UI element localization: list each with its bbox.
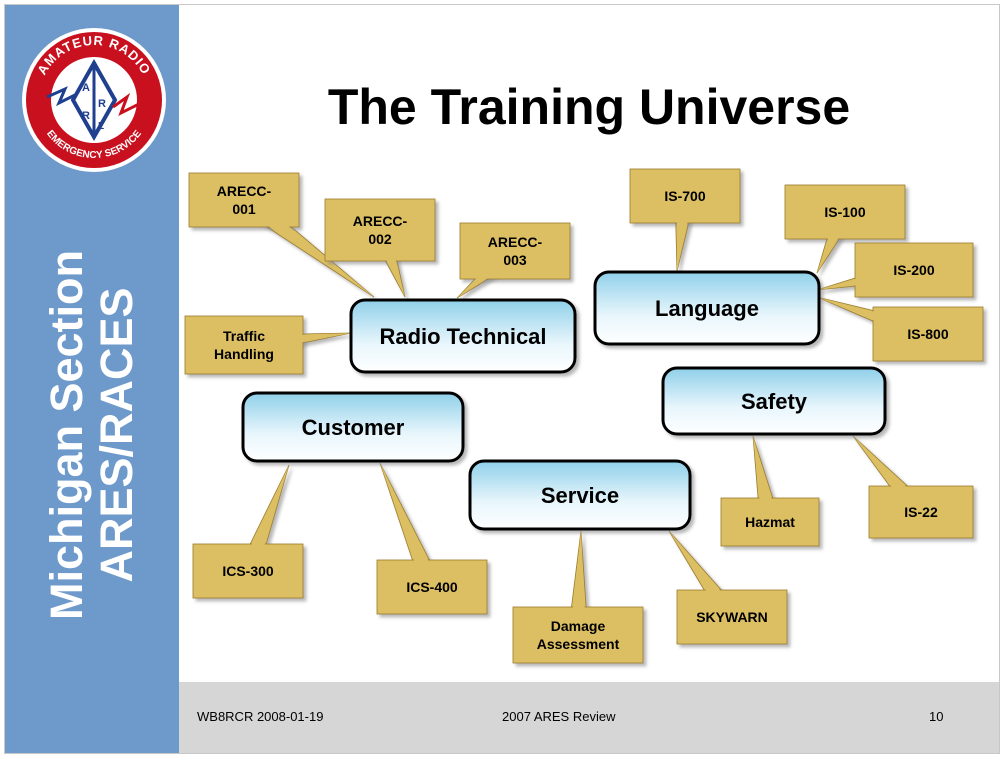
callout-hazmat: Hazmat <box>720 435 820 547</box>
callout-label: ARECC- <box>353 213 408 229</box>
ares-logo: AMATEUR RADIO EMERGENCY SERVICE A R R L <box>22 28 166 172</box>
footer-presentation-title: 2007 ARES Review <box>502 709 616 724</box>
hub-label: Safety <box>741 389 808 414</box>
callout-label: IS-700 <box>664 188 705 204</box>
callout-arecc-003: ARECC- 003 <box>456 222 571 299</box>
callout-label: Hazmat <box>745 514 795 530</box>
logo-letter: R <box>82 110 90 122</box>
callout-ics-300: ICS-300 <box>192 464 304 599</box>
callout-label: 002 <box>368 231 392 247</box>
sidebar: AMATEUR RADIO EMERGENCY SERVICE A R R L … <box>5 5 179 753</box>
callout-label: Assessment <box>537 636 620 652</box>
callout-label: ARECC- <box>217 183 272 199</box>
callout-label: IS-800 <box>907 326 948 342</box>
callout-is-100: IS-100 <box>784 184 906 274</box>
logo-letter: L <box>98 121 104 132</box>
callout-is-800: IS-800 <box>816 296 984 362</box>
hub-language: Language <box>593 270 821 346</box>
callout-label: 003 <box>503 252 527 268</box>
callout-ics-400: ICS-400 <box>376 462 488 615</box>
footer-page-number: 10 <box>929 709 944 724</box>
callout-label: ICS-400 <box>406 579 458 595</box>
callout-is-700: IS-700 <box>629 168 741 272</box>
hub-customer: Customer <box>241 391 465 463</box>
callout-label: SKYWARN <box>696 609 768 625</box>
callout-label: 001 <box>232 201 256 217</box>
hub-label: Radio Technical <box>379 324 546 349</box>
callout-arecc-002: ARECC- 002 <box>324 198 436 298</box>
callout-label: IS-200 <box>893 262 934 278</box>
callout-label: Traffic <box>223 328 265 344</box>
footer-author-date: WB8RCR 2008-01-19 <box>197 709 324 724</box>
callout-label: ICS-300 <box>222 563 274 579</box>
slide-title: The Training Universe <box>327 79 851 135</box>
callout-is-22: IS-22 <box>852 435 974 539</box>
callout-label: Handling <box>214 346 274 362</box>
callout-label: ARECC- <box>488 234 543 250</box>
callout-arecc-001: ARECC- 001 <box>188 172 375 298</box>
slide: AMATEUR RADIO EMERGENCY SERVICE A R R L … <box>4 4 1000 754</box>
lightning-bolt-icon <box>46 86 142 117</box>
hub-safety: Safety <box>661 366 887 436</box>
callout-label: Damage <box>551 618 606 634</box>
callout-label: IS-22 <box>904 504 938 520</box>
footer: WB8RCR 2008-01-19 2007 ARES Review 10 <box>179 682 999 753</box>
hub-label: Service <box>541 483 619 508</box>
hub-label: Customer <box>302 415 405 440</box>
hub-label: Language <box>655 296 759 321</box>
hub-service: Service <box>468 459 692 531</box>
callout-is-200: IS-200 <box>816 242 974 298</box>
logo-letter: R <box>98 98 106 110</box>
hub-radio-technical: Radio Technical <box>349 298 577 374</box>
arrl-diamond-emblem: A R R L <box>70 58 118 142</box>
callout-skywarn: SKYWARN <box>668 530 788 645</box>
callout-label: IS-100 <box>824 204 865 220</box>
logo-letter: A <box>82 82 90 94</box>
